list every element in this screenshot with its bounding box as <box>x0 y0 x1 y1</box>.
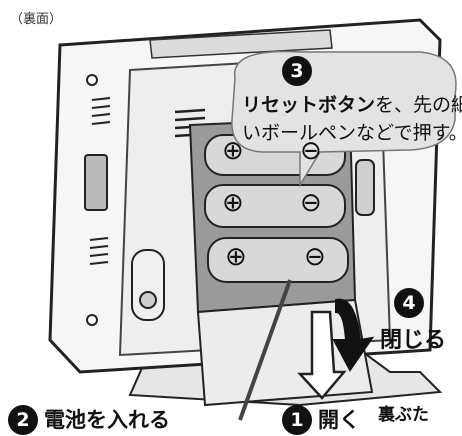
minus-mark-1: ⊖ <box>300 136 322 166</box>
callout-line-1: リセットボタンを、先の細 <box>242 90 462 117</box>
step-1-label: 開く <box>318 408 360 432</box>
step-4-number: 4 <box>394 288 424 318</box>
reset-button-text: リセットボタン <box>242 94 376 116</box>
plus-mark-3: ⊕ <box>225 242 247 272</box>
sensor-port <box>139 291 157 309</box>
slide-switch <box>84 154 108 211</box>
close-arrow <box>332 298 375 372</box>
leader-line <box>238 279 292 421</box>
callout-bubble <box>231 50 457 188</box>
plus-mark-2: ⊕ <box>222 188 244 218</box>
callout-line-1-rest: を、先の細 <box>375 94 462 116</box>
battery-2 <box>204 184 346 228</box>
reset-area <box>355 159 375 216</box>
plus-mark-1: ⊕ <box>222 136 244 166</box>
callout-step-number: 3 <box>282 56 312 86</box>
cover-label: 裏ぶた <box>378 405 429 425</box>
left-vents <box>89 97 111 265</box>
step-1-number: 1 <box>282 405 312 435</box>
open-arrow <box>297 310 347 400</box>
minus-mark-3: ⊖ <box>304 242 326 272</box>
screw-bottom <box>86 314 98 326</box>
step-4-label: 閉じる <box>380 328 447 353</box>
minus-mark-2: ⊖ <box>300 188 322 218</box>
battery-3 <box>207 237 349 283</box>
step-2-label: 電池を入れる <box>44 408 170 432</box>
step-2-number: 2 <box>8 405 38 435</box>
sensor-grille <box>131 249 165 321</box>
screw-top <box>86 74 98 86</box>
top-ridge <box>149 29 333 59</box>
view-label: （裏面） <box>10 12 63 27</box>
callout-line-2: いボールペンなどで押す。 <box>242 122 462 144</box>
